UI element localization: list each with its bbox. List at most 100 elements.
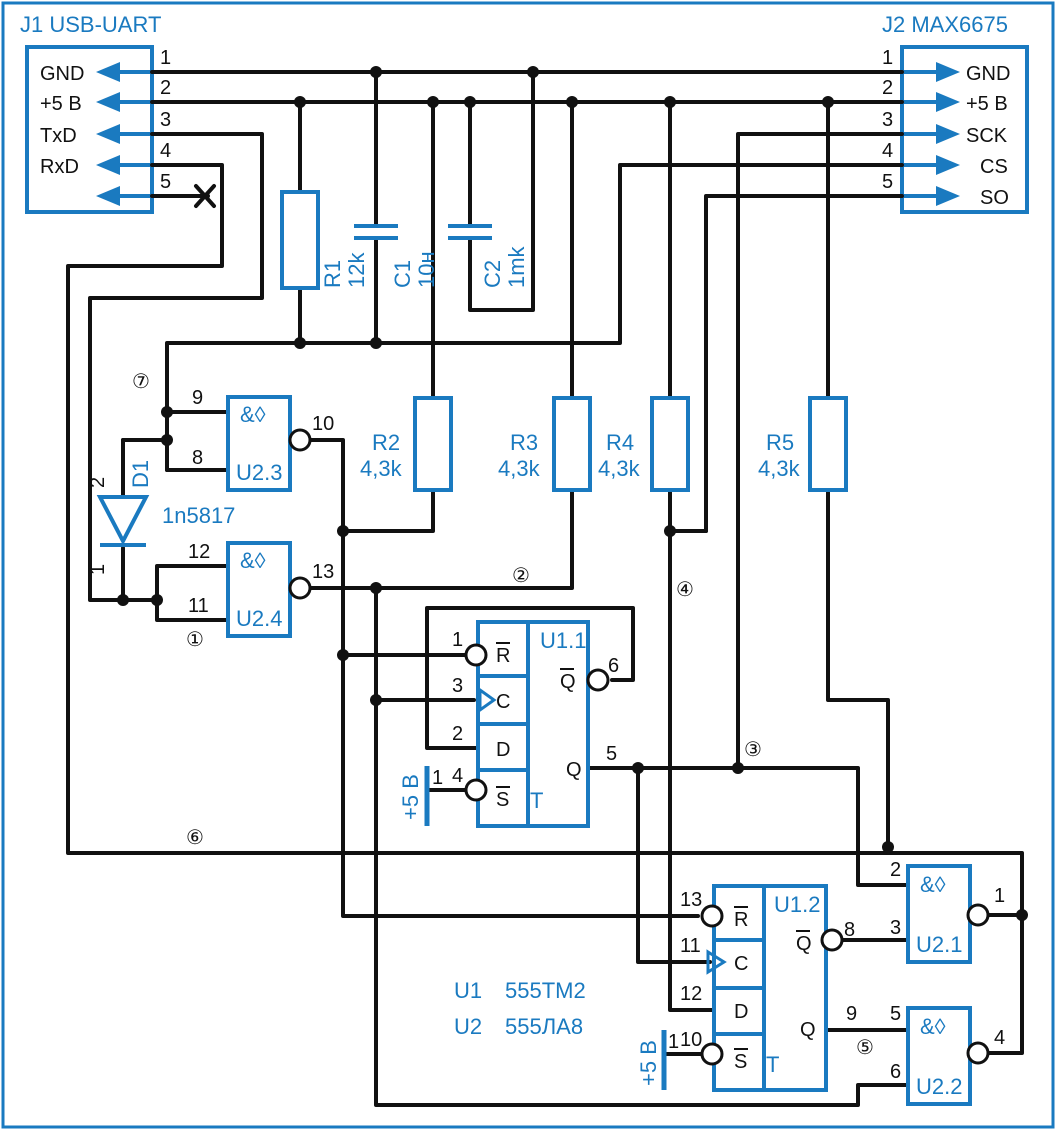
svg-text:&◊: &◊ <box>240 548 266 573</box>
svg-text:D: D <box>496 739 510 761</box>
svg-text:Q: Q <box>560 671 576 693</box>
r2-value: 4,3k <box>360 456 403 481</box>
j1-pin3-num: 3 <box>160 109 171 131</box>
diode-d1: D1 1n5817 2 1 <box>87 460 235 575</box>
svg-text:1: 1 <box>668 1031 679 1053</box>
c2-value: 1mk <box>504 245 529 288</box>
gate-u2-3: &◊ U2.3 9 8 10 <box>192 387 334 492</box>
svg-text:13: 13 <box>680 889 702 911</box>
svg-text:Q: Q <box>800 1019 816 1041</box>
d1-ref: D1 <box>128 460 153 488</box>
flipflop-u1-2: U1.2 R C D S T Q Q 13 11 12 10 8 9 <box>680 884 857 1092</box>
legend-u2-part: 555ЛА8 <box>505 1014 583 1039</box>
capacitor-c1: C1 10н <box>354 224 439 288</box>
d1-value: 1n5817 <box>162 503 235 528</box>
j2-title: J2 MAX6675 <box>882 12 1008 37</box>
node-6: ⑥ <box>186 827 204 849</box>
c1-value: 10н <box>414 251 439 288</box>
c1-ref: C1 <box>390 260 415 288</box>
parts-legend: U1 555ТМ2 U2 555ЛА8 <box>454 978 586 1039</box>
resistor-r3: R3 4,3k <box>498 396 592 492</box>
connector-j2: J2 MAX6675 GND +5 B SCK CS SO 1 2 3 4 5 <box>882 12 1029 214</box>
svg-text:+5 B: +5 B <box>398 774 423 820</box>
resistor-r2: R2 4,3k <box>360 396 453 492</box>
j2-body <box>900 45 1029 214</box>
svg-text:5: 5 <box>606 743 617 765</box>
u23-ref: U2.3 <box>236 460 282 485</box>
node-7: ⑦ <box>132 371 150 393</box>
svg-text:10: 10 <box>680 1029 702 1051</box>
c2-ref: C2 <box>480 260 505 288</box>
r4-ref: R4 <box>606 430 634 455</box>
r4-value: 4,3k <box>598 456 641 481</box>
node-markers: ① ② ③ ④ ⑤ ⑥ ⑦ <box>132 371 874 1059</box>
legend-u1-ref: U1 <box>454 978 482 1003</box>
gate-symbol: &◊ <box>240 402 266 427</box>
j1-title: J1 USB-UART <box>20 12 161 37</box>
svg-text:10: 10 <box>312 413 334 435</box>
u24-ref: U2.4 <box>236 606 282 631</box>
power-u11: +5 B 1 <box>398 766 443 826</box>
d1-pin2: 2 <box>87 477 109 488</box>
r3-ref: R3 <box>510 430 538 455</box>
gate-u2-2: &◊ U2.2 5 6 4 <box>890 1003 1005 1106</box>
j2-pin-arrows <box>902 62 960 206</box>
svg-text:1: 1 <box>452 629 463 651</box>
flipflop-u1-1: U1.1 R C D S T Q Q 1 3 2 4 6 5 <box>452 620 619 828</box>
svg-text:6: 6 <box>890 1061 901 1083</box>
capacitor-c2: C2 1mk <box>448 224 529 288</box>
node-5: ⑤ <box>856 1037 874 1059</box>
j2-pin5-num: 5 <box>882 171 893 193</box>
node-2: ② <box>512 565 530 587</box>
r5-ref: R5 <box>766 430 794 455</box>
resistor-r4: R4 4,3k <box>598 396 690 492</box>
svg-text:8: 8 <box>844 919 855 941</box>
u11-ref: U1.1 <box>540 628 586 653</box>
svg-text:6: 6 <box>608 655 619 677</box>
j1-pin2-num: 2 <box>160 77 171 99</box>
svg-text:12: 12 <box>188 541 210 563</box>
svg-text:C: C <box>734 953 748 975</box>
j2-pin2-num: 2 <box>882 77 893 99</box>
r5-value: 4,3k <box>758 456 801 481</box>
gate-u2-1: &◊ U2.1 2 3 1 <box>890 859 1005 964</box>
svg-text:4: 4 <box>452 765 463 787</box>
j1-body <box>25 45 154 214</box>
svg-text:1: 1 <box>994 885 1005 907</box>
svg-text:S: S <box>496 789 509 811</box>
j2-pin3-label: SCK <box>966 125 1008 147</box>
svg-text:11: 11 <box>680 935 701 957</box>
j2-pin4-num: 4 <box>882 140 893 162</box>
j2-pin1-num: 1 <box>882 47 893 69</box>
svg-text:+5 B: +5 B <box>636 1040 661 1086</box>
resistor-r1: R1 12k <box>280 190 369 290</box>
svg-text:13: 13 <box>312 561 334 583</box>
svg-text:T: T <box>766 1052 779 1077</box>
node-3: ③ <box>744 739 762 761</box>
j2-pin5-label: SO <box>980 187 1009 209</box>
j2-pin4-label: CS <box>980 156 1008 178</box>
svg-text:12: 12 <box>680 983 702 1005</box>
u21-ref: U2.1 <box>916 932 962 957</box>
j2-pin3-num: 3 <box>882 109 893 131</box>
j1-pin2-label: +5 B <box>40 93 82 115</box>
j1-pin-arrows <box>96 62 152 206</box>
svg-text:&◊: &◊ <box>920 1014 946 1039</box>
wires <box>66 70 1024 1107</box>
svg-text:2: 2 <box>890 859 901 881</box>
svg-text:4: 4 <box>994 1027 1005 1049</box>
u12-ref: U1.2 <box>774 892 820 917</box>
svg-text:R: R <box>496 645 510 667</box>
legend-u1-part: 555ТМ2 <box>505 978 586 1003</box>
svg-text:Q: Q <box>796 933 812 955</box>
svg-text:Q: Q <box>566 759 582 781</box>
r2-ref: R2 <box>372 430 400 455</box>
svg-text:S: S <box>734 1051 747 1073</box>
j2-pin1-label: GND <box>966 63 1010 85</box>
j1-pin5-num: 5 <box>160 171 171 193</box>
j1-pin4-num: 4 <box>160 140 171 162</box>
j1-pin4-label: RxD <box>40 156 79 178</box>
